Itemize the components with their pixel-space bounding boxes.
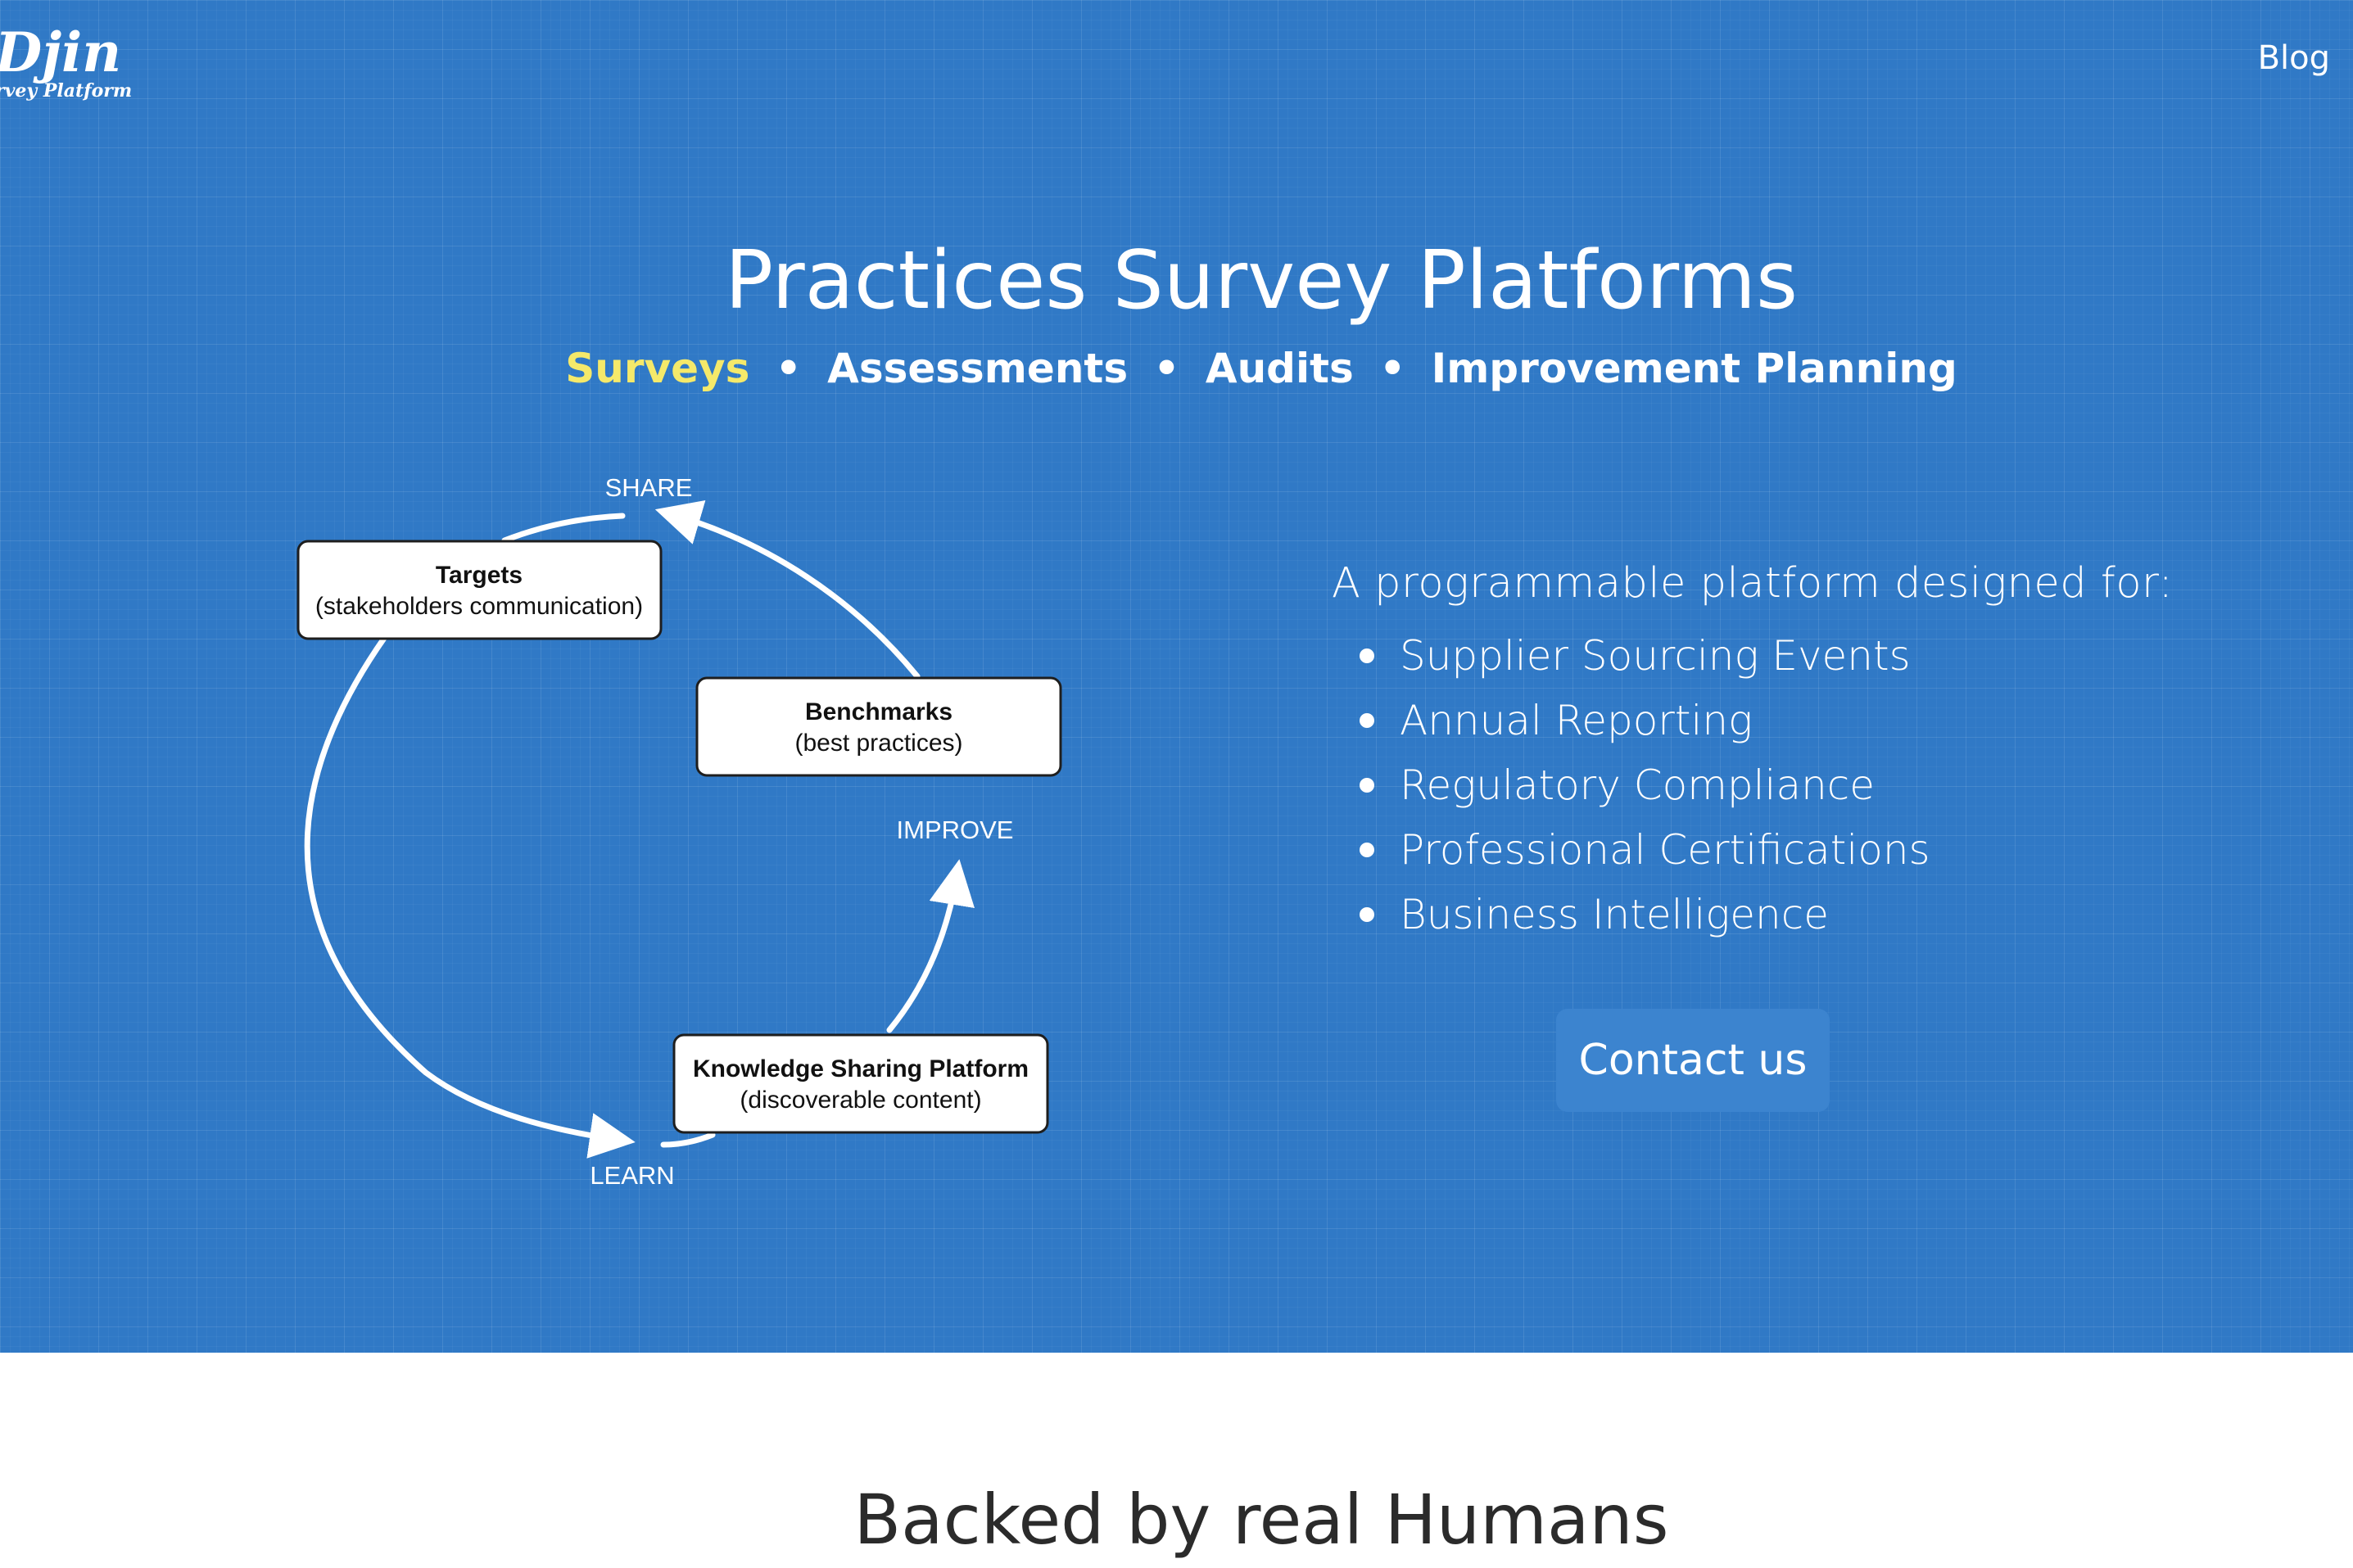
cycle-arrow-share	[654, 499, 921, 680]
subtitle-separator: •	[1153, 345, 1180, 392]
cycle-label-improve: IMPROVE	[897, 816, 1014, 844]
cycle-label-learn: LEARN	[590, 1161, 674, 1190]
subtitle-separator: •	[775, 345, 802, 392]
subtitle-highlight: Surveys	[565, 345, 750, 392]
box-targets	[296, 540, 663, 640]
blog-link[interactable]: Blog	[2257, 39, 2330, 77]
cycle-label-share: SHARE	[605, 473, 693, 502]
cycle-arrow-top-left	[501, 513, 626, 544]
subtitle-separator: •	[1379, 345, 1406, 392]
cycle-diagram: SHARE IMPROVE LEARN Targets (stakeholder…	[296, 473, 1062, 1190]
list-item: Annual Reporting	[1360, 689, 1930, 753]
subtitle-item: Improvement Planning	[1431, 345, 1957, 392]
box-benchmarks-subtitle: (best practices)	[794, 730, 962, 757]
box-targets-title: Targets	[436, 562, 523, 589]
page-title: Practices Survey Platforms	[724, 234, 1799, 328]
box-knowledge	[672, 1033, 1049, 1134]
list-item: Business Intelligence	[1360, 883, 1930, 947]
contact-us-button[interactable]: Contact us	[1556, 1009, 1830, 1112]
list-item: Regulatory Compliance	[1360, 753, 1930, 818]
subtitle-item: Assessments	[827, 345, 1129, 392]
box-benchmarks-title: Benchmarks	[805, 698, 953, 725]
logo-tagline: rvey Platform	[0, 80, 133, 102]
box-knowledge-title: Knowledge Sharing Platform	[693, 1055, 1029, 1082]
cycle-arrow-learn	[304, 634, 636, 1159]
box-knowledge-subtitle: (discoverable content)	[740, 1087, 981, 1114]
cycle-arrow-bottom	[660, 1132, 716, 1148]
logo-wordmark: Djin	[0, 20, 122, 84]
box-targets-subtitle: (stakeholders communication)	[315, 593, 643, 620]
use-case-list: Supplier Sourcing Events Annual Reportin…	[1360, 624, 1930, 947]
hero-subtitle: Surveys • Assessments • Audits • Improve…	[0, 342, 2353, 395]
list-item: Professional Certifications	[1360, 818, 1930, 883]
hero-section: Djin rvey Platform Blog Practices Survey…	[0, 0, 2353, 1353]
logo[interactable]: Djin rvey Platform	[0, 23, 132, 102]
list-item: Supplier Sourcing Events	[1360, 624, 1930, 689]
box-benchmarks	[695, 676, 1062, 777]
subtitle-item: Audits	[1205, 345, 1354, 392]
cycle-arrow-improve	[886, 859, 975, 1033]
section-heading: Backed by real Humans	[853, 1480, 1669, 1560]
pitch-intro: A programmable platform designed for:	[1332, 559, 2174, 608]
